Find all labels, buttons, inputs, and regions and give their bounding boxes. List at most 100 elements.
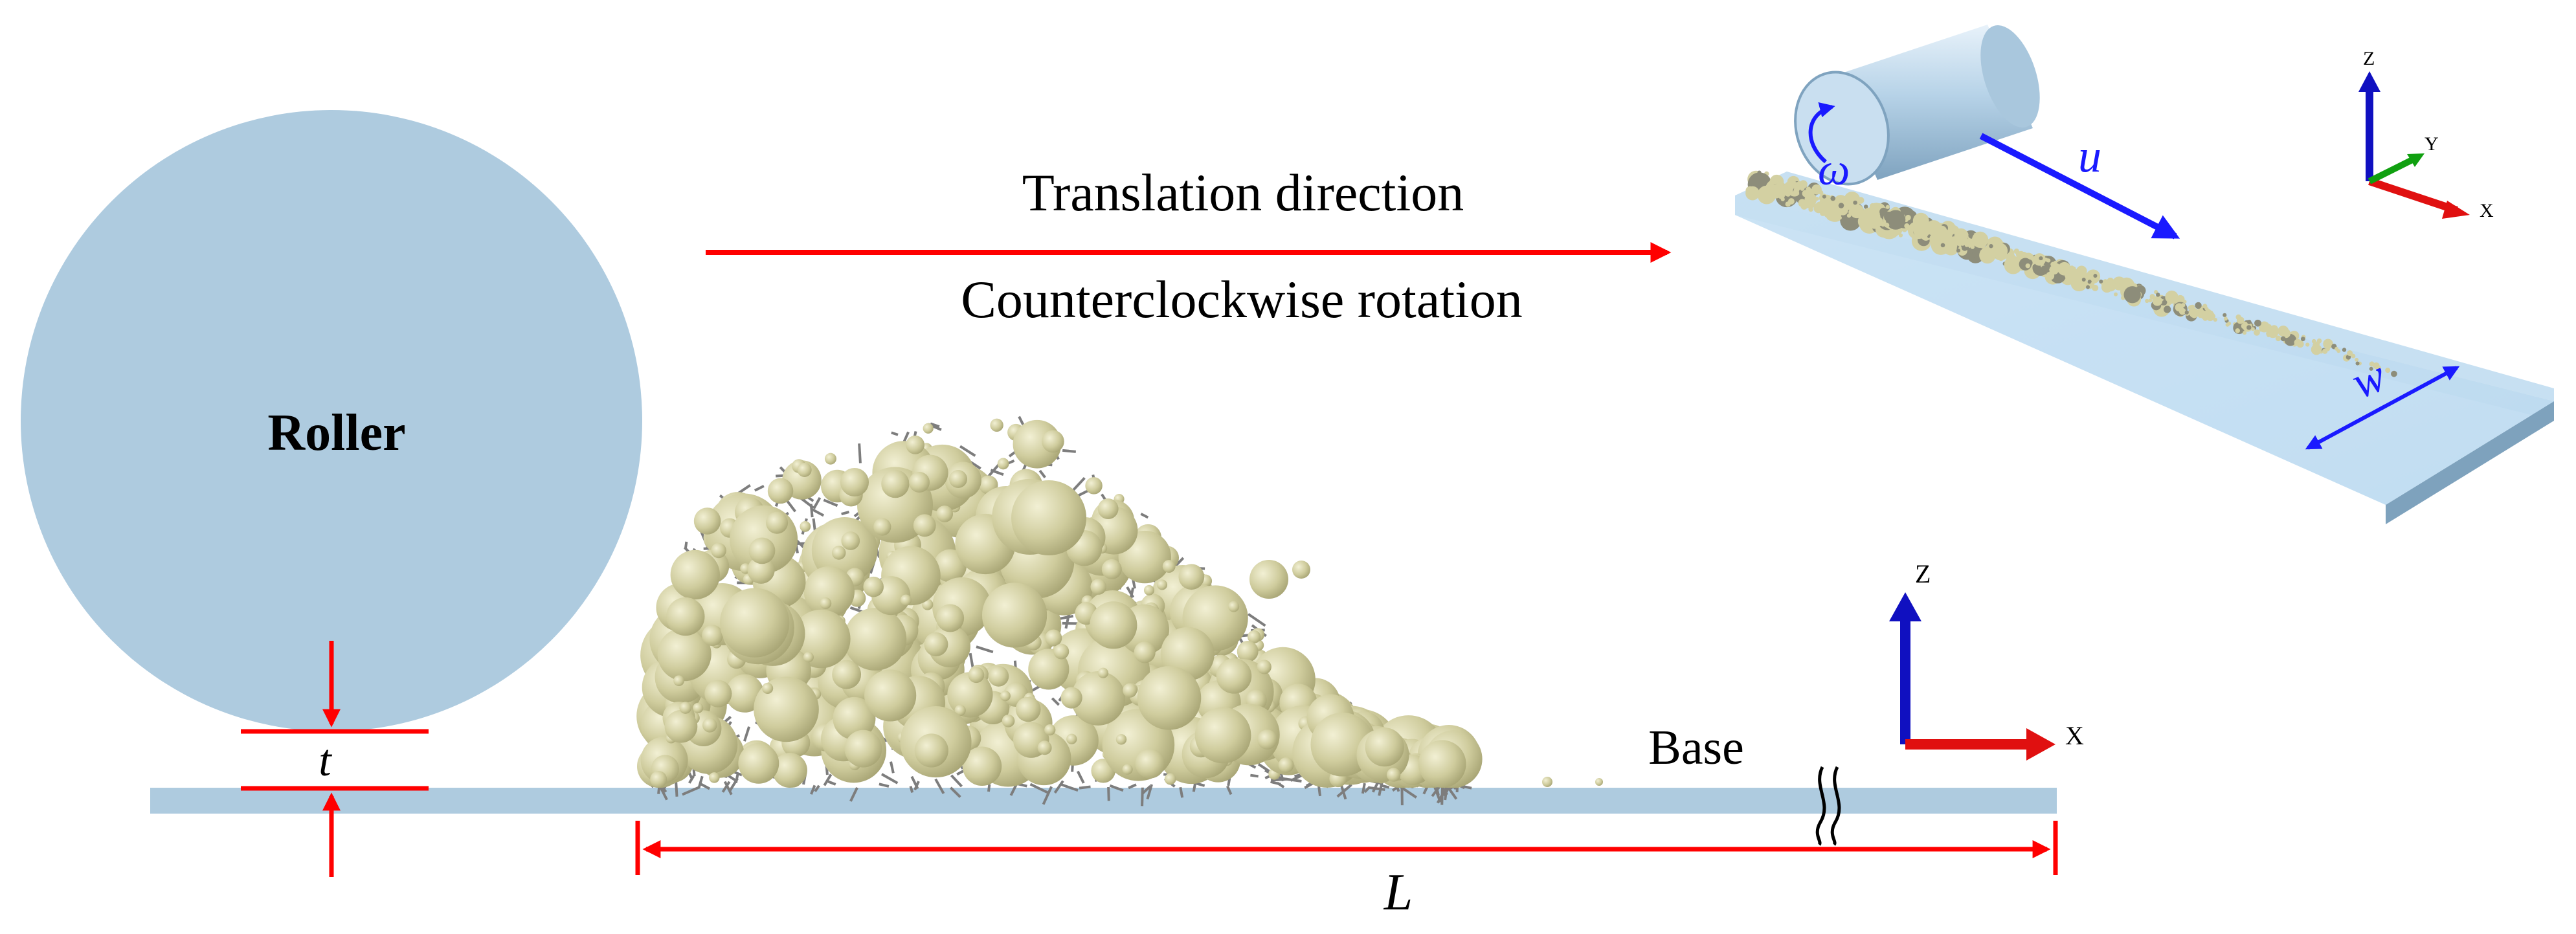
iso-particle [2311,339,2316,344]
iso-particle [1850,204,1865,219]
iso-particle [1956,236,1961,240]
iso-particle [2204,307,2209,311]
iso-particle [2165,290,2178,304]
iso-particle [2355,357,2359,362]
fiber [1051,697,1060,706]
particle [803,566,855,617]
fiber [950,786,961,798]
particle [657,627,711,682]
iso-particle [2267,333,2271,337]
particle [844,608,907,671]
u-arrow [1979,133,2180,239]
rotation-label: Counterclockwise rotation [961,270,1523,329]
fiber [1029,783,1048,794]
iso-particle [2250,327,2255,331]
particle [720,588,790,658]
iso-particle [1913,221,1930,239]
fiber [1257,762,1271,773]
particle [1101,559,1122,579]
fiber [721,781,731,793]
iso-particle [2076,265,2087,277]
iso-particle [1956,249,1961,253]
fiber [1107,786,1110,801]
fiber [688,775,695,784]
particle [831,546,846,560]
iso-particle [1770,176,1779,185]
particle [1216,658,1252,694]
fiber [1042,786,1053,805]
fiber [890,761,895,773]
fiber [959,445,976,457]
particle [841,531,860,550]
particle-pile [636,416,1603,806]
iso-particle [2322,348,2328,354]
fiber [723,781,733,795]
iso-particle [1863,205,1868,209]
side-axes: Z X [1889,559,2084,761]
fiber [1141,787,1144,806]
particle [1595,778,1603,786]
fiber [827,780,836,786]
iso-particle [2182,300,2187,304]
particle [873,518,891,536]
particle [1015,696,1041,722]
particle [1053,643,1070,660]
iso-particle [2093,274,2098,278]
fiber [697,775,704,789]
iso-particle [1928,225,1936,233]
w-arrow [2305,366,2460,450]
iso-particle [1843,205,1850,210]
iso-particle [1815,201,1826,212]
fiber [1053,780,1064,794]
side-axis-z-label: Z [1915,559,1931,588]
length-indicator [635,821,2058,875]
particle [797,462,812,477]
particle [1011,480,1086,555]
iso-particle [2208,311,2214,316]
fiber [1174,557,1185,567]
iso-particle [2184,310,2189,315]
iso-particle [1991,242,2008,260]
particle [1135,748,1165,779]
iso-particle [1817,207,1822,212]
iso-particle [2235,328,2240,333]
iso-particle [1869,203,1876,209]
fiber [1128,783,1137,790]
iso-particle [2162,300,2167,306]
iso-particle [1831,203,1836,207]
iso-particle [1804,193,1817,206]
iso-particle [2259,327,2264,332]
iso-particle [1937,225,1947,236]
iso-particle [2175,303,2184,312]
particle [881,469,910,498]
omega-rotation-arrow [1808,102,1835,164]
iso-particle [2164,306,2171,313]
particle [1097,498,1119,520]
particle [1247,630,1261,644]
gap-indicator [241,641,429,877]
particle [824,452,836,465]
fiber [913,781,920,791]
iso-particle [2266,324,2272,330]
particle [936,506,954,522]
particle [772,753,807,788]
length-label-L: L [1383,864,1413,921]
particle [1097,667,1108,678]
particle [747,556,775,584]
particle [673,675,684,687]
iso-particle [2225,322,2230,327]
iso-particle [2058,269,2063,274]
fiber [930,422,940,428]
particle [844,729,882,768]
fiber [858,443,862,463]
fiber [1140,513,1149,519]
fiber [909,786,914,793]
roller-circle [21,110,642,731]
particle [766,511,789,534]
fiber [891,431,899,436]
iso-particle [1830,195,1836,201]
particle [1386,768,1401,782]
iso-particle [2246,325,2252,330]
particle [840,468,869,496]
particle [725,674,764,713]
